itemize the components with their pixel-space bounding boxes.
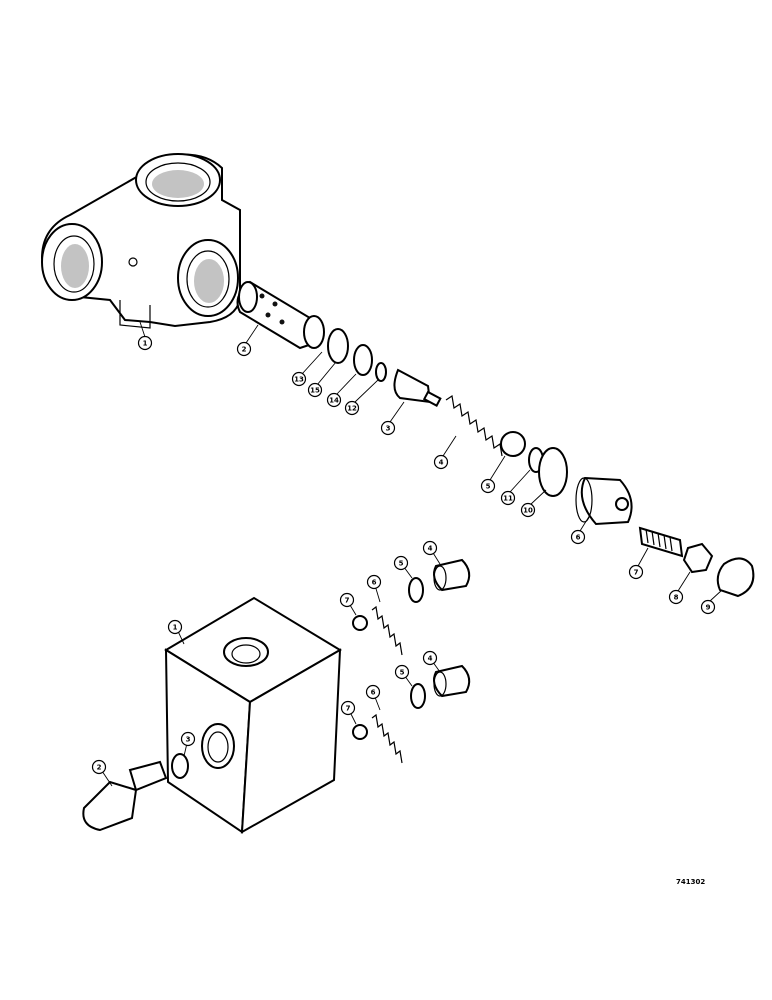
lower-callout-circle — [180, 731, 196, 747]
lower-ring-lower — [410, 683, 426, 709]
lower-callout-label: 6 — [371, 689, 376, 697]
upper-valve-sleeve — [236, 280, 325, 350]
ring-13-15 — [327, 328, 349, 364]
upper-callout-circle — [380, 420, 396, 436]
upper-callout-label: 15 — [310, 387, 320, 395]
lower-fitting — [82, 760, 168, 832]
lower-callout-label: 1 — [173, 624, 178, 632]
upper-acorn-nut — [716, 557, 755, 598]
lower-callout-circle — [422, 650, 438, 666]
upper-callout-circle — [628, 564, 644, 580]
upper-callout-circle — [236, 341, 252, 357]
ring-10 — [538, 447, 568, 497]
upper-callout-circle — [500, 490, 516, 506]
upper-callout-circle — [291, 371, 307, 387]
upper-valve-housing — [40, 153, 241, 329]
lower-callout-circle — [365, 684, 381, 700]
upper-callout-label: 10 — [523, 507, 533, 515]
upper-callout-label: 1 — [143, 340, 148, 348]
upper-callout-label: 5 — [486, 483, 491, 491]
lower-callout-label: 7 — [345, 597, 350, 605]
lower-spring-lower — [371, 713, 403, 764]
lower-ring-3 — [171, 753, 189, 779]
upper-callout-circle — [668, 589, 684, 605]
lower-callout-label: 3 — [186, 736, 191, 744]
lower-callout-circle — [394, 664, 410, 680]
lower-callout-circle — [366, 574, 382, 590]
lower-valve-block — [164, 596, 342, 834]
upper-callout-label: 11 — [503, 495, 513, 503]
upper-callout-circle — [433, 454, 449, 470]
lower-ball-lower — [352, 724, 368, 740]
upper-callout-label: 4 — [439, 459, 444, 467]
lower-assembly-callouts: 1 2 3 7 6 5 4 7 6 5 4 — [91, 540, 438, 775]
callout-leaders — [99, 321, 723, 787]
lower-callout-circle — [91, 759, 107, 775]
lower-callout-label: 2 — [97, 764, 102, 772]
upper-callout-circle — [520, 502, 536, 518]
upper-poppet — [393, 368, 442, 407]
lower-callout-circle — [340, 700, 356, 716]
upper-spring — [445, 394, 503, 457]
upper-callout-circle — [137, 335, 153, 351]
lower-callout-label: 7 — [346, 705, 351, 713]
lower-callout-circle — [167, 619, 183, 635]
upper-callout-label: 3 — [386, 425, 391, 433]
lower-plug-upper — [433, 558, 471, 592]
upper-plug — [500, 431, 526, 457]
upper-jam-nut — [682, 542, 714, 574]
ring-12 — [375, 362, 387, 382]
lower-callout-label: 4 — [428, 655, 433, 663]
upper-callout-label: 6 — [576, 534, 581, 542]
lower-callout-label: 5 — [399, 560, 404, 568]
upper-callout-circle — [344, 400, 360, 416]
upper-callout-circle — [480, 478, 496, 494]
upper-callout-circle — [570, 529, 586, 545]
upper-callout-circle — [307, 382, 323, 398]
upper-callout-label: 12 — [347, 405, 357, 413]
lower-callout-circle — [422, 540, 438, 556]
upper-callout-label: 7 — [634, 569, 639, 577]
upper-callout-label: 13 — [294, 376, 304, 384]
upper-callout-label: 2 — [242, 346, 247, 354]
lower-callout-label: 4 — [428, 545, 433, 553]
lower-ball-upper — [352, 615, 368, 631]
lower-callout-circle — [339, 592, 355, 608]
upper-callout-circle — [700, 599, 716, 615]
lower-spring-upper — [371, 605, 403, 656]
upper-adjusting-cap — [575, 476, 633, 526]
lower-callout-label: 5 — [400, 669, 405, 677]
upper-callout-label: 14 — [329, 397, 339, 405]
drawing-code: 741302 — [676, 878, 705, 886]
lower-callout-label: 6 — [372, 579, 377, 587]
ring-14 — [353, 344, 373, 376]
upper-callout-label: 8 — [674, 594, 679, 602]
upper-adjusting-screw — [638, 526, 684, 558]
upper-callout-label: 9 — [706, 604, 711, 612]
lower-ring-upper — [408, 577, 424, 603]
lower-callout-circle — [393, 555, 409, 571]
upper-callout-circle — [326, 392, 342, 408]
